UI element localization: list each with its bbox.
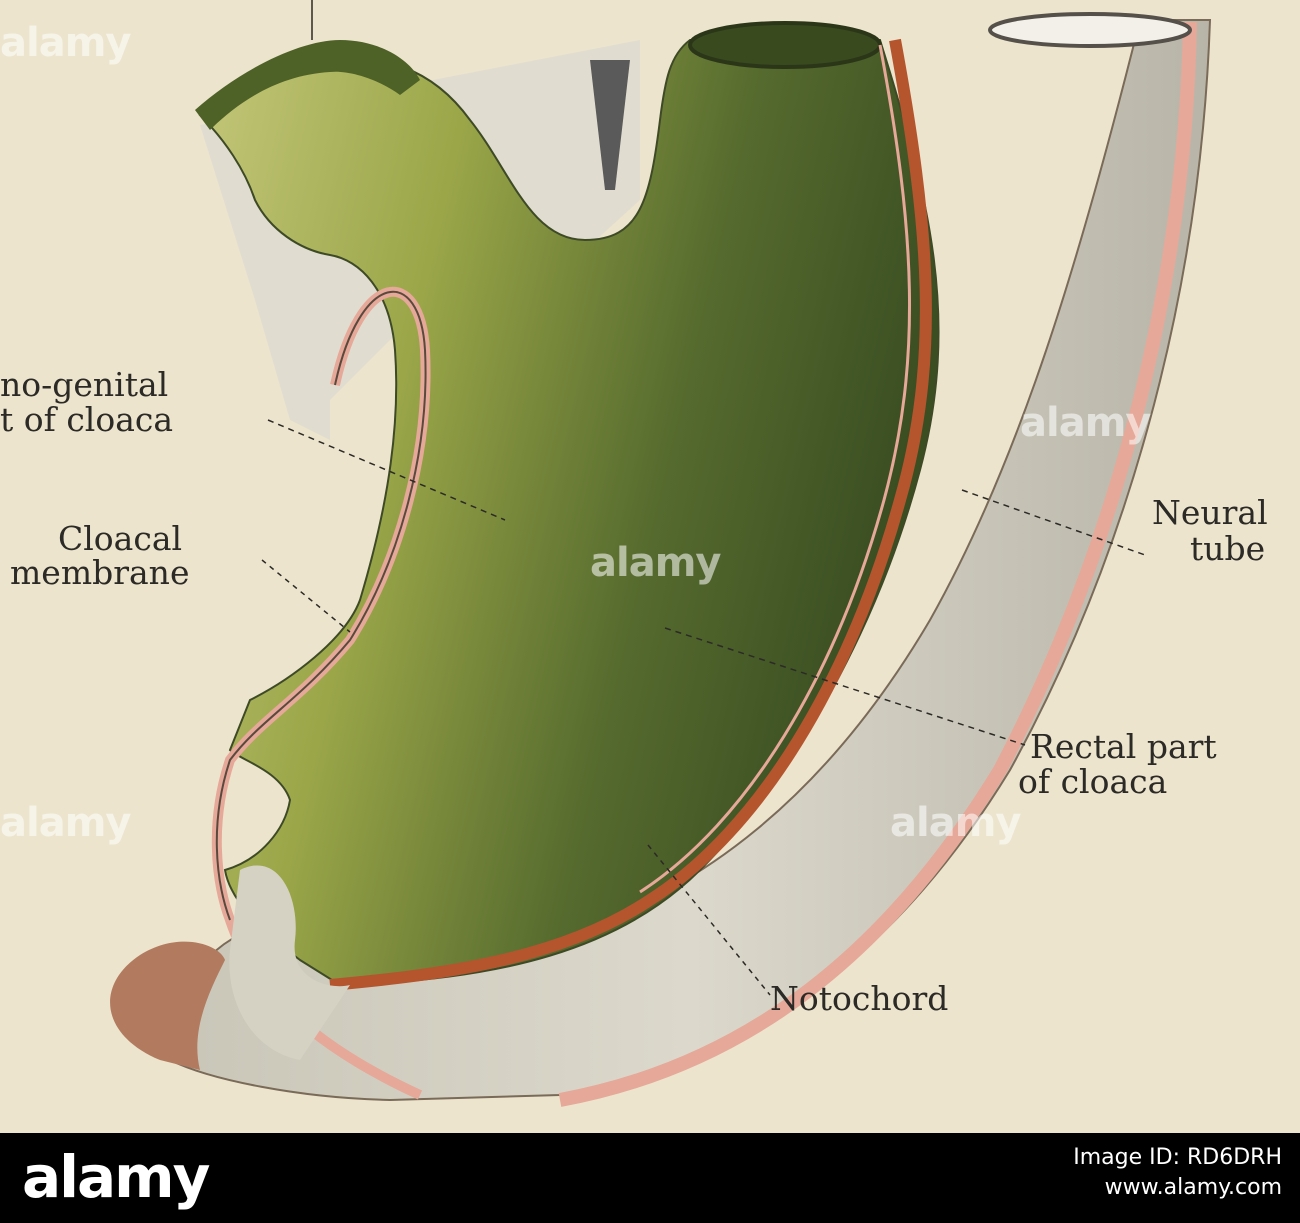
brand-logo: alamy xyxy=(22,1143,210,1211)
watermark: alamy xyxy=(0,800,131,846)
rectal-part-label-line1: Rectal part xyxy=(1030,727,1217,766)
notochord-inner xyxy=(639,44,912,894)
anatomy-drawing xyxy=(110,0,1212,1107)
notochord-band xyxy=(329,38,932,991)
lower-gut-light xyxy=(229,865,350,1060)
neural-tube-label-line2: tube xyxy=(1190,529,1266,568)
rectal-part-label-line2: of cloaca xyxy=(1018,762,1168,801)
footer-bar: alamy Image ID: RD6DRH www.alamy.com xyxy=(0,1133,1300,1223)
watermark: alamy xyxy=(590,540,721,586)
embryo-cloaca-illustration: no-genital t of cloaca Cloacal membrane … xyxy=(0,0,1268,1107)
leader-notochord xyxy=(647,844,771,996)
watermark: alamy xyxy=(0,20,131,66)
watermark: alamy xyxy=(890,800,1021,846)
notochord-label: Notochord xyxy=(770,979,949,1018)
gut-opening xyxy=(688,21,882,69)
ano-genital-label-line1: no-genital xyxy=(0,365,169,404)
cloaca-body xyxy=(198,39,940,987)
neural-tube-opening xyxy=(988,12,1192,48)
leader-cloacal-membrane xyxy=(261,559,351,633)
cloacal-membrane-label-line1: Cloacal xyxy=(58,519,183,558)
watermark: alamy xyxy=(1020,400,1151,446)
allantois-stalk xyxy=(195,40,420,130)
ectoderm-edge xyxy=(558,21,1197,1107)
dark-streak xyxy=(590,60,630,190)
site-url: www.alamy.com xyxy=(1104,1175,1282,1200)
cloacal-membrane-label-line2: membrane xyxy=(10,553,190,592)
neural-tube-label-line1: Neural xyxy=(1152,493,1268,532)
image-id-block: Image ID: RD6DRH www.alamy.com xyxy=(1073,1143,1282,1203)
leader-ano-genital xyxy=(267,419,506,521)
image-id-text: Image ID: RD6DRH xyxy=(1073,1145,1282,1170)
cloacal-membrane-line xyxy=(215,290,427,921)
leader-rectal-part xyxy=(664,627,1026,746)
tail-tip xyxy=(110,941,225,1070)
ano-genital-label-line2: t of cloaca xyxy=(0,400,174,439)
